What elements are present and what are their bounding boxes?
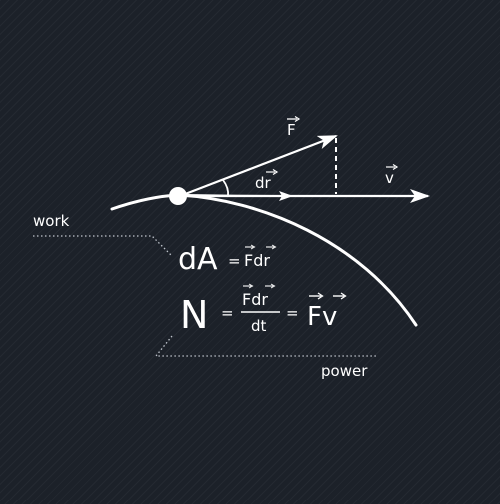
- power-rhs-v-arrow-head: [340, 292, 347, 300]
- power-fraction-denominator: dt: [251, 317, 267, 335]
- force-vector: [179, 134, 338, 198]
- displacement-label-arrow-head: [272, 168, 279, 176]
- velocity-label-arrow-head: [392, 163, 399, 171]
- displacement-label: dr: [255, 174, 272, 192]
- power-rhs-F-arrow-head: [317, 292, 324, 300]
- work-label: work: [33, 212, 70, 230]
- power-equation-rhs: Fv: [307, 302, 337, 332]
- work-equation-lhs: dA: [178, 242, 218, 277]
- force-label: F: [287, 121, 296, 139]
- work-leader-line: [33, 235, 173, 257]
- work-rhs-F-arrow-head: [250, 244, 256, 250]
- work-equation-equals: =: [228, 252, 241, 270]
- velocity-label: v: [385, 169, 394, 187]
- displacement-vector: [183, 190, 293, 201]
- particle-point: [169, 187, 187, 205]
- power-equation-equals-2: =: [286, 304, 299, 322]
- angle-arc: [222, 179, 230, 197]
- force-label-arrow-head: [294, 115, 301, 123]
- work-rhs-r-arrow-head: [271, 244, 277, 250]
- power-numerator-r-arrow-head: [270, 283, 276, 289]
- work-equation-rhs: Fdr: [244, 251, 270, 270]
- power-fraction-numerator: Fdr: [242, 290, 268, 309]
- power-label: power: [321, 362, 368, 380]
- power-leader-line: [154, 335, 376, 357]
- power-numerator-F-arrow-head: [248, 283, 254, 289]
- power-equation-equals-1: =: [221, 304, 234, 322]
- power-equation-lhs: N: [180, 293, 208, 337]
- trajectory-curve: [110, 193, 418, 327]
